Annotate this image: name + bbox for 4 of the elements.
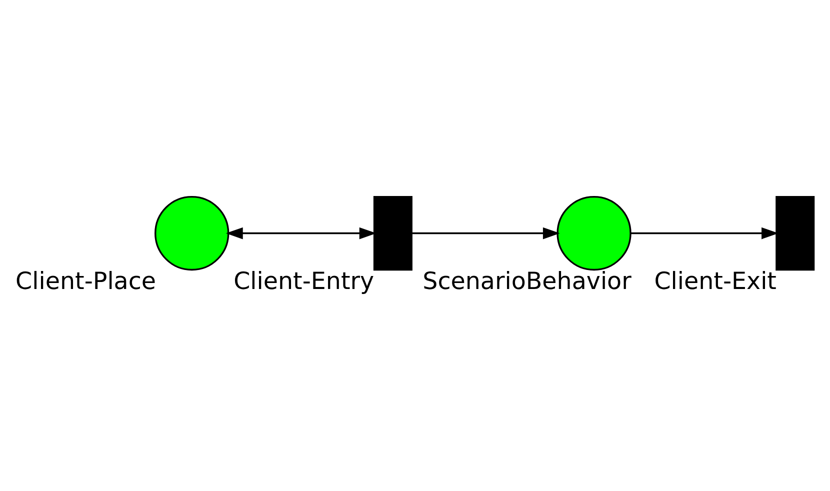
node-label: Client-Exit	[654, 266, 777, 294]
node-label: Client-Place	[16, 266, 156, 294]
node-label: ScenarioBehavior	[422, 266, 632, 294]
node-label: Client-Entry	[234, 266, 374, 294]
